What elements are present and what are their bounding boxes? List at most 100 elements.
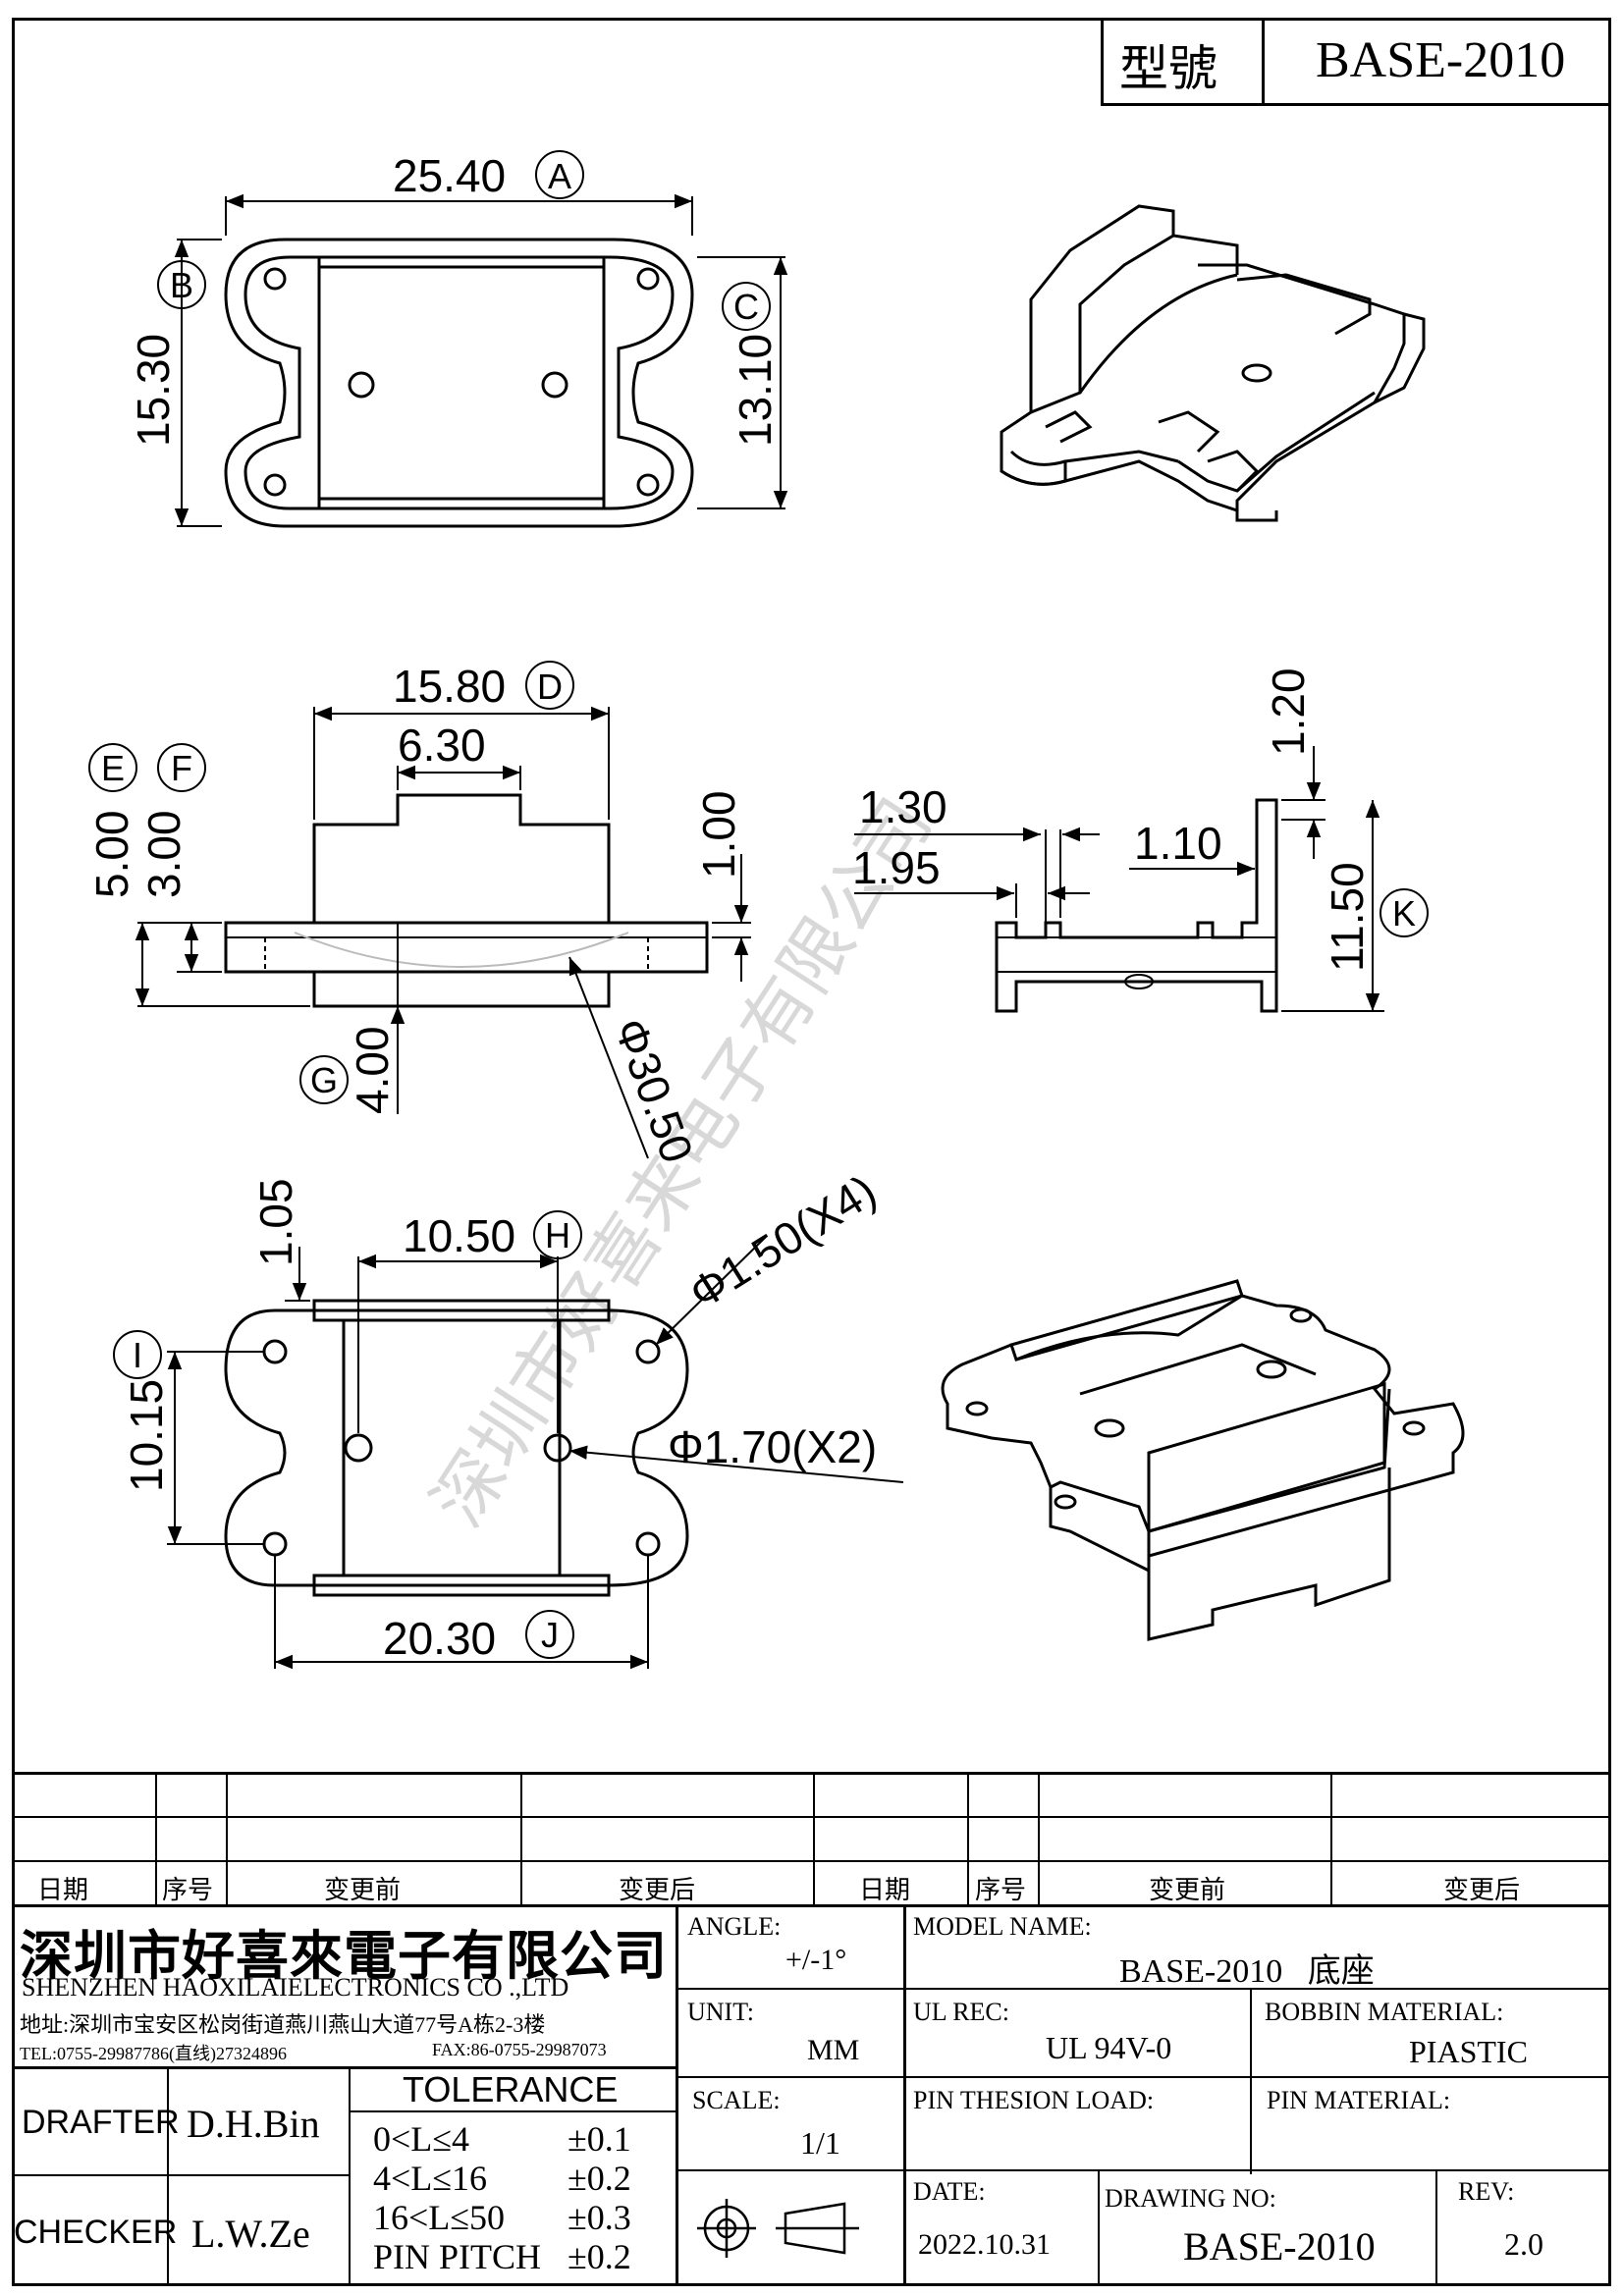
tolerance-value-2: ±0.2	[568, 2159, 631, 2198]
technical-drawing: 深圳市好喜来电子有限公司 25.40	[86, 150, 1465, 1670]
dim-j-value: 20.30	[383, 1613, 496, 1664]
tolerance-value-3: ±0.3	[568, 2198, 631, 2237]
front-view	[135, 706, 751, 1159]
bobbin-material-value: PIASTIC	[1409, 2034, 1528, 2069]
dim-630-value: 6.30	[398, 720, 486, 771]
tb-vline-company	[676, 1904, 678, 2286]
top-pin-hole-tl	[263, 267, 287, 291]
bottom-pin-hole-bl	[262, 1531, 288, 1557]
ul-rec-label: UL REC:	[913, 1998, 1009, 2026]
company-name-cn: 深圳市好喜來電子有限公司	[20, 1927, 668, 1986]
drawing-no-label: DRAWING NO:	[1105, 2184, 1276, 2213]
checker-value: L.W.Ze	[191, 2212, 310, 2256]
dim-h-value: 10.50	[403, 1210, 515, 1261]
date-label: DATE:	[913, 2177, 986, 2206]
rev-col-7	[1330, 1772, 1332, 1904]
company-tel: TEL:0755-29987786(直线)27324896	[20, 2044, 287, 2063]
top-view	[174, 193, 788, 528]
ul-rec-value: UL 94V-0	[1046, 2030, 1172, 2065]
dim-120-value: 1.20	[1263, 667, 1314, 756]
tb-vline-rev	[1435, 2169, 1437, 2286]
rev-header-seq-2: 序号	[975, 1875, 1027, 1904]
dim-h-tag-circle	[533, 1210, 582, 1259]
iso-view-top	[1000, 204, 1426, 522]
dim-i-value: 10.15	[121, 1379, 172, 1492]
unit-label: UNIT:	[687, 1998, 755, 2026]
dim-d-tag-circle	[525, 661, 574, 710]
dim-e-tag: E	[101, 748, 125, 788]
dim-h-tag: H	[545, 1215, 570, 1255]
dim-k-value: 11.50	[1322, 862, 1373, 972]
rev-label: REV:	[1458, 2177, 1515, 2206]
dim-195-value: 1.95	[852, 842, 941, 893]
bobbin-material-label: BOBBIN MATERIAL:	[1265, 1998, 1504, 2026]
scale-label: SCALE:	[692, 2086, 781, 2114]
pin-material-label: PIN MATERIAL:	[1267, 2086, 1451, 2114]
drawing-no-value: BASE-2010	[1183, 2224, 1376, 2269]
model-name-label: MODEL NAME:	[913, 1912, 1092, 1941]
tb-hline-tolerance-title	[349, 2110, 677, 2112]
rev-value: 2.0	[1504, 2226, 1543, 2262]
iso-bottom-pin-c	[1289, 1308, 1313, 1323]
iso-view-bottom	[941, 1279, 1465, 1641]
drawing-frame	[12, 18, 1611, 2286]
rev-header-date-1: 日期	[37, 1875, 89, 1904]
iso-bottom-hole-a	[1094, 1418, 1125, 1438]
dim-k-tag: K	[1392, 893, 1416, 934]
bottom-pin-hole-tr	[635, 1339, 661, 1364]
dim-a-tag: A	[548, 156, 571, 196]
pin-thesion-load-label: PIN THESION LOAD:	[913, 2086, 1155, 2114]
rev-col-6	[1038, 1772, 1040, 1904]
drafter-value: D.H.Bin	[187, 2102, 320, 2146]
projection-symbol-icon	[697, 2199, 859, 2258]
tolerance-range-2: 4<L≤16	[373, 2159, 488, 2198]
dim-110-value: 1.10	[1134, 818, 1222, 869]
iso-top-hole	[1241, 363, 1272, 383]
iso-bottom-pin-a	[965, 1401, 989, 1416]
dim-c-tag-circle	[722, 282, 771, 331]
dim-k-tag-circle	[1380, 888, 1429, 937]
dim-j-tag-circle	[525, 1610, 574, 1659]
tb-vline-drawing	[1098, 2169, 1100, 2286]
rev-col-1	[155, 1772, 157, 1904]
tb-vline-angle	[903, 1904, 906, 2286]
rev-header-after-1: 变更后	[619, 1875, 696, 1904]
dim-d-tag: D	[537, 667, 563, 707]
dim-g-tag: G	[310, 1060, 338, 1100]
rev-row-line-2	[12, 1860, 1611, 1862]
dim-f-tag: F	[171, 748, 192, 788]
model-header-box	[1101, 18, 1611, 106]
bottom-pin-hole-tl	[262, 1339, 288, 1364]
rev-header-before-1: 变更前	[324, 1875, 402, 1904]
dim-105-value: 1.05	[250, 1178, 301, 1266]
dim-i-tag: I	[133, 1335, 142, 1375]
top-pin-hole-bl	[263, 473, 287, 497]
dim-g-value: 4.00	[347, 1026, 398, 1114]
tb-hline-company	[12, 2066, 677, 2069]
title-block-top-line	[12, 1772, 1611, 1775]
dim-e-tag-circle	[88, 743, 137, 792]
tolerance-value-1: ±0.1	[568, 2119, 631, 2159]
dim-j-tag: J	[541, 1615, 559, 1655]
angle-label: ANGLE:	[687, 1912, 782, 1941]
dim-phi170-value: Φ1.70(X2)	[668, 1421, 877, 1472]
date-value: 2022.10.31	[918, 2228, 1051, 2261]
company-fax: FAX:86-0755-29987073	[432, 2040, 607, 2059]
dim-i-tag-circle	[113, 1330, 162, 1379]
top-pin-hole-br	[636, 473, 660, 497]
iso-bottom-hole-b	[1256, 1360, 1287, 1379]
tb-hline-projection	[677, 2169, 1611, 2171]
top-center-hole-left	[348, 371, 375, 399]
dim-g-tag-circle	[299, 1055, 349, 1104]
scale-value: 1/1	[800, 2125, 840, 2161]
dim-c-value: 13.10	[730, 334, 781, 447]
side-view-hole	[1124, 974, 1154, 989]
rev-col-4	[813, 1772, 815, 1904]
bottom-center-hole-right	[543, 1433, 572, 1463]
dim-d-value: 15.80	[393, 661, 506, 712]
bottom-view	[167, 1236, 904, 1670]
side-view	[854, 746, 1384, 1013]
rev-col-3	[520, 1772, 522, 1904]
model-header-label: 型號	[1119, 41, 1217, 96]
